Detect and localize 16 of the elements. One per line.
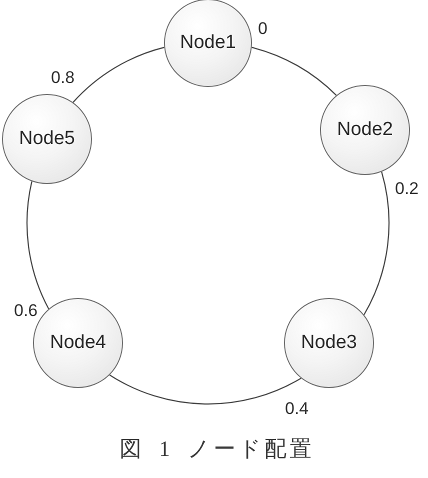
figure-caption: 図 1 ノード配置	[118, 436, 314, 462]
node-label: Node1	[180, 32, 236, 54]
node-label: Node5	[19, 128, 75, 150]
position-label: 0.6	[14, 302, 38, 319]
position-label: 0.8	[51, 69, 75, 86]
ring-arc	[252, 46, 337, 96]
position-label: 0	[258, 20, 268, 37]
ring-arc	[109, 374, 302, 404]
position-label: 0.2	[395, 180, 419, 197]
node-label: Node2	[337, 120, 393, 140]
ring-arc	[26, 181, 50, 310]
node-label: Node4	[50, 332, 106, 354]
ring-arc	[363, 172, 390, 316]
node-label: Node3	[301, 332, 357, 354]
ring-arc	[72, 46, 164, 103]
position-label: 0.4	[285, 400, 309, 417]
